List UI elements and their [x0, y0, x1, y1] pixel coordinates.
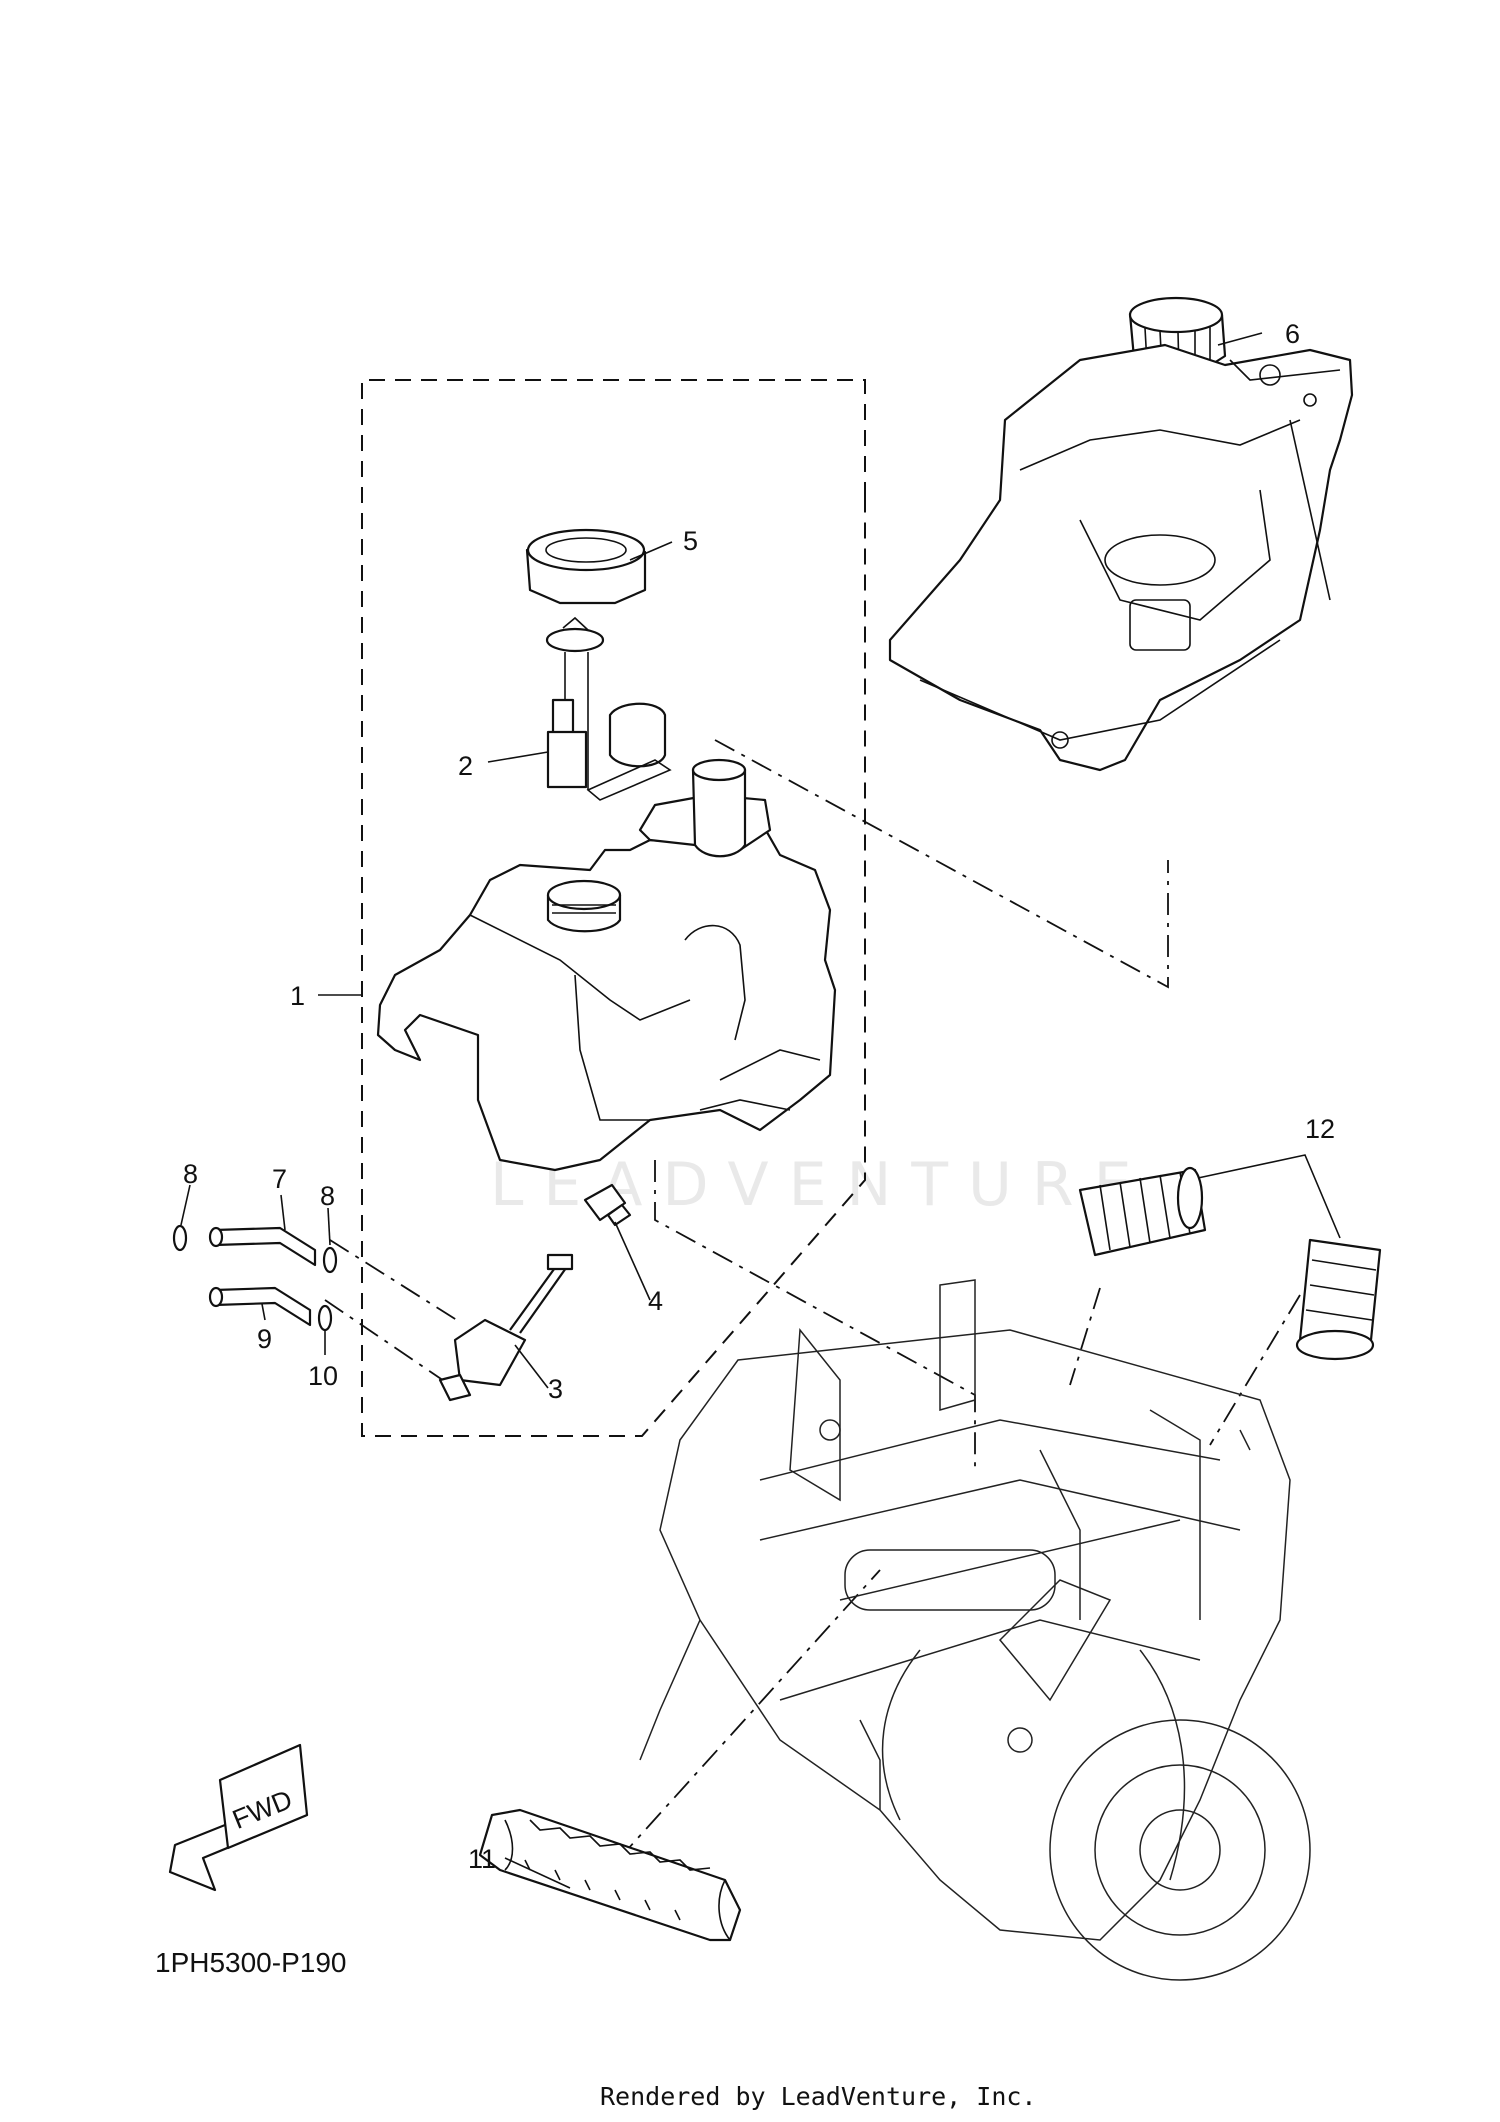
- hose-clips: [172, 1224, 338, 1332]
- callout-8-left: 8: [183, 1159, 198, 1189]
- callout-3: 3: [548, 1374, 563, 1404]
- ring-nut: [525, 528, 647, 605]
- springs: [1078, 1166, 1382, 1361]
- callout-1: 1: [290, 981, 305, 1011]
- callout-labels: 1 2 3 4 5 6 7 8 8 9 10 11 12: [183, 319, 1335, 1874]
- diagram-code: 1PH5300-P190: [155, 1947, 346, 1978]
- fuel-tank: [376, 758, 837, 1172]
- fwd-arrow: FWD: [168, 1743, 309, 1892]
- callout-10: 10: [308, 1361, 338, 1391]
- callout-6: 6: [1285, 319, 1300, 349]
- callout-9: 9: [257, 1324, 272, 1354]
- vehicle-frame: [639, 1279, 1311, 1981]
- frame-cover: [478, 1808, 742, 1942]
- callout-7: 7: [272, 1164, 287, 1194]
- fuel-cock: [438, 1253, 574, 1402]
- callout-2: 2: [458, 751, 473, 781]
- fuel-sender: [545, 616, 672, 801]
- drain-bolt: [583, 1183, 632, 1227]
- render-credit: Rendered by LeadVenture, Inc.: [600, 2082, 1037, 2111]
- leader-lines: [180, 332, 1341, 1889]
- tank-cover: [888, 343, 1354, 772]
- callout-4: 4: [648, 1286, 663, 1316]
- callout-8-right: 8: [320, 1181, 335, 1211]
- callout-11: 11: [468, 1844, 496, 1874]
- callout-12: 12: [1305, 1114, 1335, 1144]
- assembly-boundary: [361, 379, 866, 1437]
- callout-5: 5: [683, 526, 698, 556]
- hoses: [208, 1226, 317, 1327]
